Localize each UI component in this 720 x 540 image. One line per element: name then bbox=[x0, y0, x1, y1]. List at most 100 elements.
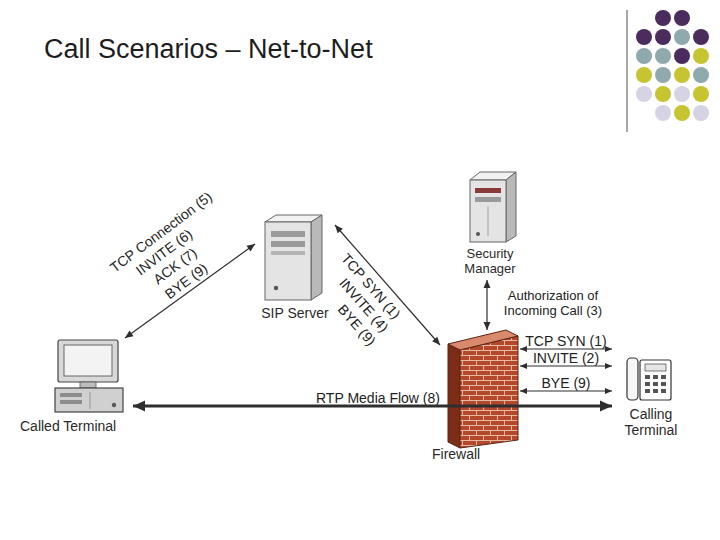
connector-line bbox=[520, 390, 612, 391]
corner-decoration-part bbox=[655, 67, 671, 83]
message-label: BYE (9) bbox=[541, 375, 590, 391]
corner-decoration-part bbox=[636, 67, 652, 83]
server-icon-part bbox=[488, 206, 489, 236]
server-icon-part bbox=[470, 180, 506, 242]
phone-icon-part bbox=[645, 375, 650, 379]
arrow-head bbox=[484, 322, 491, 330]
corner-decoration-part bbox=[655, 48, 671, 64]
corner-decoration-part bbox=[636, 48, 652, 64]
device-label: Firewall bbox=[432, 446, 502, 462]
corner-decoration-part bbox=[655, 105, 671, 121]
message-connector bbox=[335, 225, 440, 345]
corner-decoration-part bbox=[674, 67, 690, 83]
message-label: RTP Media Flow (8) bbox=[316, 390, 440, 406]
server-icon-part bbox=[265, 222, 311, 300]
arrow-head bbox=[133, 401, 145, 412]
message-label: INVITE (2) bbox=[533, 350, 599, 366]
slide-title: Call Scenarios – Net-to-Net bbox=[44, 34, 373, 65]
corner-decoration-part bbox=[674, 29, 690, 45]
server-icon-part bbox=[506, 172, 516, 242]
message-connector bbox=[484, 280, 491, 330]
computer-icon-part bbox=[58, 340, 118, 382]
arrow-head bbox=[605, 363, 612, 369]
message-connector bbox=[520, 363, 612, 369]
phone-icon-part bbox=[645, 364, 666, 371]
corner-decoration-part bbox=[674, 10, 690, 26]
corner-decoration-part bbox=[636, 29, 652, 45]
corner-decoration-part bbox=[636, 86, 652, 102]
corner-decoration-part bbox=[693, 48, 709, 64]
arrow-head bbox=[600, 401, 612, 412]
phone-icon-part bbox=[645, 382, 650, 386]
arrow-head bbox=[520, 388, 527, 394]
network-device: Security Manager bbox=[455, 168, 525, 280]
phone-icon-part bbox=[661, 389, 666, 393]
phone-icon-part bbox=[653, 382, 658, 386]
corner-decoration-part bbox=[693, 67, 709, 83]
corner-decoration-part bbox=[693, 86, 709, 102]
network-device: SIP Server bbox=[255, 212, 335, 322]
server-icon-part bbox=[274, 286, 278, 290]
arrow-head bbox=[335, 225, 343, 233]
corner-decoration-part bbox=[693, 105, 709, 121]
message-connector bbox=[133, 401, 612, 412]
server-icon-part bbox=[271, 231, 305, 237]
message-label: Authorization of Incoming Call (3) bbox=[494, 288, 612, 318]
message-connector bbox=[125, 244, 255, 338]
corner-decoration-part bbox=[655, 10, 671, 26]
connector-line bbox=[335, 225, 440, 345]
arrow-head bbox=[605, 388, 612, 394]
device-label: Security Manager bbox=[451, 246, 529, 276]
phone-icon-part bbox=[661, 382, 666, 386]
device-label: SIP Server bbox=[255, 305, 335, 321]
arrow-head bbox=[125, 330, 134, 338]
server-icon bbox=[470, 172, 516, 242]
server-icon-part bbox=[475, 197, 501, 202]
firewall-wall-part bbox=[460, 336, 518, 448]
phone-icon-part bbox=[627, 358, 638, 400]
phone-icon-part bbox=[640, 360, 671, 400]
phone-icon-part bbox=[645, 389, 650, 393]
corner-decoration-part bbox=[674, 105, 690, 121]
corner-decoration bbox=[627, 10, 709, 132]
phone-icon-part bbox=[653, 375, 658, 379]
connector-line bbox=[125, 244, 255, 338]
corner-decoration-part bbox=[655, 86, 671, 102]
computer-icon-part bbox=[60, 393, 82, 397]
server-icon-part bbox=[475, 188, 501, 193]
message-label: TCP SYN (1) bbox=[525, 333, 606, 349]
computer-icon-part bbox=[64, 345, 112, 376]
firewall-wall-part bbox=[448, 330, 518, 350]
connector-line bbox=[133, 405, 612, 408]
connector-line bbox=[520, 348, 612, 349]
arrow-head bbox=[484, 280, 491, 288]
phone-icon bbox=[627, 358, 671, 400]
network-device: Calling Terminal bbox=[612, 340, 690, 440]
firewall-wall bbox=[448, 330, 518, 448]
arrow-head bbox=[520, 363, 527, 369]
divider-line bbox=[626, 10, 628, 132]
computer-icon-part bbox=[112, 403, 116, 407]
computer-icon-part bbox=[55, 388, 123, 412]
computer-icon-part bbox=[90, 392, 91, 409]
computer-icon-part bbox=[60, 400, 82, 404]
arrow-head bbox=[520, 346, 527, 352]
server-icon-part bbox=[476, 232, 480, 236]
device-label: Calling Terminal bbox=[612, 406, 690, 438]
connector-line bbox=[486, 280, 487, 330]
firewall-wall-part bbox=[448, 344, 460, 448]
device-label: Called Terminal bbox=[20, 418, 132, 434]
server-icon-part bbox=[271, 241, 305, 247]
arrow-head bbox=[432, 337, 440, 345]
network-device: Called Terminal bbox=[18, 338, 133, 438]
computer-icon bbox=[55, 340, 123, 412]
message-connector bbox=[520, 388, 612, 394]
arrow-head bbox=[605, 346, 612, 352]
network-device: Firewall bbox=[440, 330, 520, 465]
server-icon bbox=[265, 215, 322, 300]
server-icon-part bbox=[311, 215, 322, 300]
phone-icon-part bbox=[661, 375, 666, 379]
corner-decoration-part bbox=[693, 29, 709, 45]
